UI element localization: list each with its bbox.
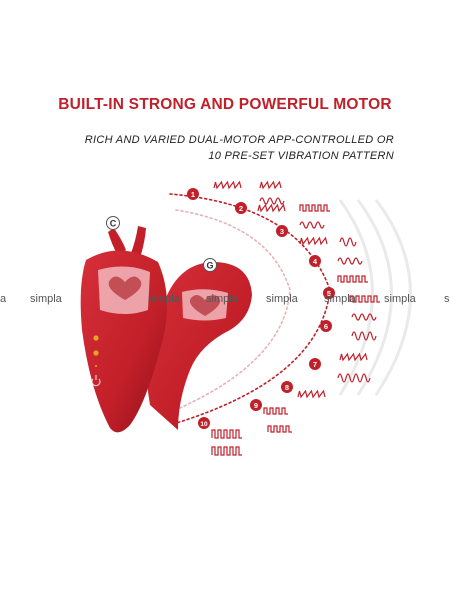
clitoral-body <box>80 226 168 433</box>
wave-pattern-icon <box>297 389 326 399</box>
wave-pattern-icon <box>351 313 377 321</box>
down-button <box>93 350 99 356</box>
pattern-marker-2: 2 <box>235 202 247 214</box>
pattern-marker-4: 4 <box>309 255 321 267</box>
pattern-number: 8 <box>285 383 289 392</box>
pattern-markers: 1 2 3 4 5 6 7 8 9 10 <box>187 188 335 429</box>
pattern-number: 7 <box>313 360 317 369</box>
wave-pattern-icon <box>211 429 242 439</box>
wave-pattern-icon <box>339 352 368 362</box>
wave-pattern-icon <box>349 295 380 303</box>
watermark-text: simpla <box>384 293 416 305</box>
svg-text:C: C <box>110 219 117 229</box>
pattern-number: 10 <box>200 421 208 428</box>
subtitle-line-1: RICH AND VARIED DUAL-MOTOR APP-CONTROLLE… <box>84 134 394 146</box>
wave-pattern-icon <box>339 237 357 247</box>
wave-pattern-icon <box>259 180 282 190</box>
pattern-number: 1 <box>191 190 195 199</box>
watermark-text: simpla <box>30 293 62 305</box>
headline: BUILT-IN STRONG AND POWERFUL MOTOR <box>58 96 392 113</box>
subtitle-line-2: 10 PRE-SET VIBRATION PATTERN <box>208 150 394 162</box>
pattern-marker-5: 5 <box>323 287 335 299</box>
wave-patterns <box>211 180 380 456</box>
watermark-text: simpla <box>266 293 298 305</box>
label-g: G <box>203 258 217 272</box>
pattern-number: 9 <box>254 401 258 410</box>
pattern-number: 5 <box>327 289 331 298</box>
watermark-text: simpla <box>324 293 356 305</box>
watermark-text: s <box>444 293 450 305</box>
wave-pattern-icon <box>337 257 363 265</box>
wave-pattern-icon <box>211 446 242 456</box>
up-button <box>93 335 99 341</box>
pattern-number: 3 <box>280 227 284 236</box>
wave-pattern-icon <box>299 204 330 212</box>
pattern-number: 6 <box>324 322 328 331</box>
watermark-text: a <box>0 293 7 305</box>
pattern-marker-6: 6 <box>320 320 332 332</box>
pattern-number: 4 <box>313 257 318 266</box>
wave-pattern-icon <box>299 236 328 246</box>
pattern-number: 2 <box>239 204 243 213</box>
svg-text:G: G <box>206 261 213 271</box>
wave-pattern-icon <box>337 275 368 283</box>
wave-pattern-icon <box>351 331 377 341</box>
product-illustration: 1 2 3 4 5 6 7 8 9 10 C G <box>80 180 412 456</box>
power-icon <box>91 375 101 387</box>
wave-pattern-icon <box>267 425 292 433</box>
watermark-text: simpla <box>206 293 238 305</box>
heart-window-icon <box>189 294 221 316</box>
indicator-dot <box>95 365 97 367</box>
pattern-marker-10: 10 <box>198 417 210 429</box>
pattern-marker-1: 1 <box>187 188 199 200</box>
wave-pattern-icon <box>337 373 371 383</box>
pattern-marker-9: 9 <box>250 399 262 411</box>
gspot-arm <box>147 262 252 430</box>
wave-pattern-icon <box>259 197 285 205</box>
pattern-marker-8: 8 <box>281 381 293 393</box>
wave-pattern-icon <box>257 203 286 213</box>
pattern-marker-7: 7 <box>309 358 321 370</box>
wave-pattern-icon <box>213 180 242 190</box>
pattern-marker-3: 3 <box>276 225 288 237</box>
watermark-text: simpla <box>148 293 180 305</box>
wave-pattern-icon <box>299 221 325 229</box>
wave-pattern-icon <box>263 407 288 415</box>
heart-window-icon <box>108 276 142 300</box>
label-c: C <box>106 216 120 230</box>
